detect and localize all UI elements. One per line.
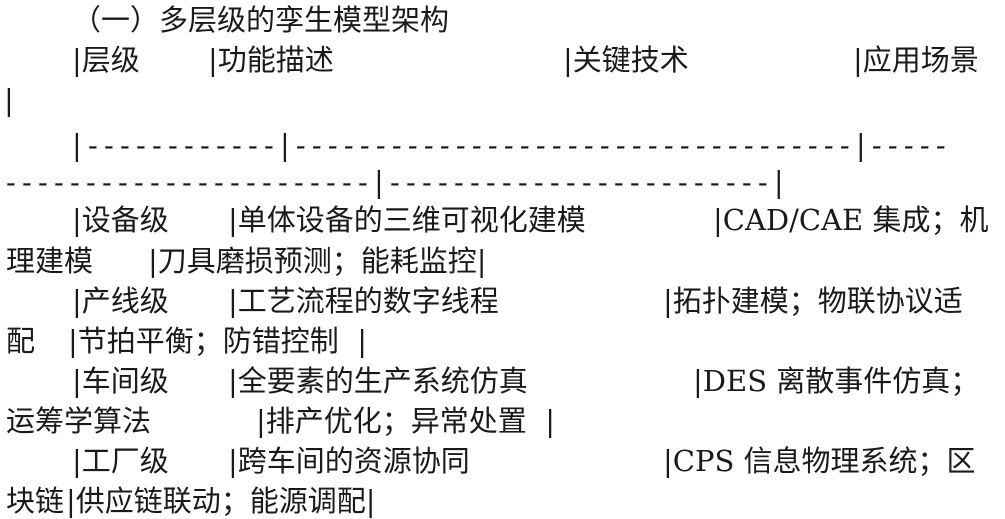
row-function: |全要素的生产系统仿真 <box>228 364 528 398</box>
row-level: |产线级 <box>72 284 169 318</box>
separator-line-2: -----------------------|----------------… <box>6 165 790 199</box>
row-scenario: |节拍平衡；防错控制 | <box>68 324 367 358</box>
row-technology-cont: 块链 <box>6 484 65 518</box>
row-technology: |DES 离散事件仿真； <box>693 364 980 398</box>
row-function: |跨车间的资源协同 <box>228 444 470 478</box>
row-technology-cont: 运筹学算法 <box>6 404 152 438</box>
row-level: |设备级 <box>72 203 169 237</box>
header-scenario: |应用场景 <box>853 43 979 77</box>
row-function: |单体设备的三维可视化建模 <box>228 203 586 237</box>
row-technology: |CAD/CAE 集成；机 <box>713 203 989 237</box>
row-technology-cont: 理建模 <box>6 244 94 278</box>
row-technology: |CPS 信息物理系统；区 <box>663 444 976 478</box>
row-level: |工厂级 <box>72 444 169 478</box>
header-level: |层级 <box>72 43 140 77</box>
row-scenario: |刀具磨损预测；能耗监控| <box>148 244 487 278</box>
separator-line-1: |------------|--------------------------… <box>72 128 952 162</box>
header-wrap-pipe: | <box>4 83 14 117</box>
row-function: |工艺流程的数字线程 <box>228 284 499 318</box>
header-technology: |关键技术 <box>563 43 689 77</box>
row-technology: |拓扑建模；物联协议适 <box>663 284 963 318</box>
section-heading: （一）多层级的孪生模型架构 <box>72 3 450 37</box>
row-technology-cont: 配 <box>6 324 36 358</box>
row-level: |车间级 <box>72 364 169 398</box>
row-scenario: |排产优化；异常处置 | <box>256 404 555 438</box>
header-function: |功能描述 <box>208 43 334 77</box>
row-scenario: |供应链联动；能源调配| <box>66 484 376 518</box>
